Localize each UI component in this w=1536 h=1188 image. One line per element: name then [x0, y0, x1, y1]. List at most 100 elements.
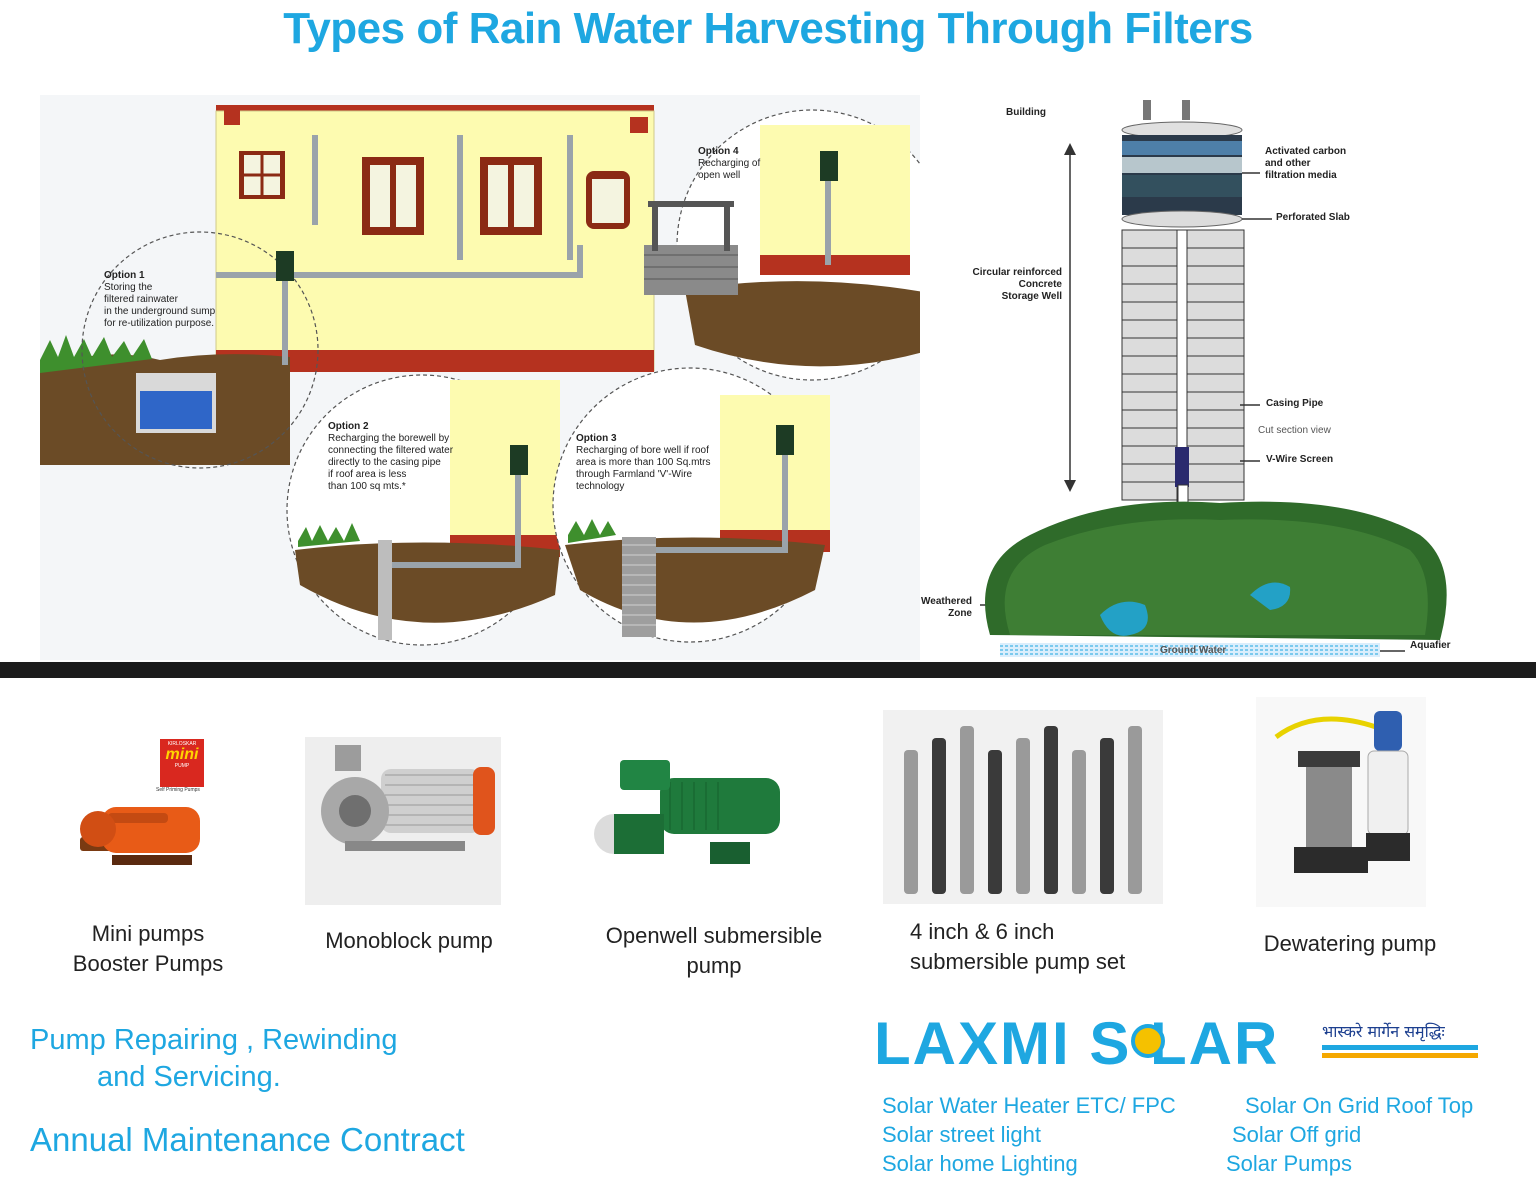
submersible-pump [904, 750, 918, 894]
option1-line: for re-utilization purpose. [104, 318, 215, 329]
option2-heading: Option 2 [328, 421, 369, 432]
submersible-pumps-group [904, 726, 1142, 894]
casing-pipe-label: Casing Pipe [1266, 398, 1324, 409]
submersible-pump [960, 726, 974, 894]
ground-water-label: Ground Water [1160, 645, 1227, 656]
perforated-slab-label: Perforated Slab [1276, 212, 1350, 223]
storage-well-line: Storage Well [1001, 291, 1062, 302]
monoblock-pump-image [305, 737, 501, 905]
product-label-line: submersible pump set [910, 949, 1126, 974]
solar-item: Solar Pumps [1226, 1151, 1352, 1176]
weathered-line: Zone [948, 608, 972, 619]
services-line1: Pump Repairing , Rewinding [30, 1024, 398, 1056]
solar-item: Solar home Lighting [882, 1151, 1078, 1176]
v-wire-screen-label: V-Wire Screen [1266, 454, 1334, 465]
open-well [644, 201, 738, 295]
weathered-line: Weathered [921, 596, 972, 607]
solar-item: Solar Off grid [1232, 1122, 1362, 1147]
openwell-submersible-pump-image [594, 760, 780, 864]
mini-logo-word: mini [165, 746, 199, 763]
mini-pump-body [80, 807, 200, 865]
option4-line: Recharging of [698, 158, 761, 169]
submersible-pump [1044, 726, 1058, 894]
option2-line: if roof area is less [328, 469, 407, 480]
submersible-pump [1016, 738, 1030, 894]
option1-heading: Option 1 [104, 270, 145, 281]
cut-section-label: Cut section view [1258, 425, 1331, 436]
option2-line: directly to the casing pipe [328, 457, 441, 468]
activated-carbon-line: and other [1265, 158, 1311, 169]
option1-line: in the underground sump [104, 306, 216, 317]
rainwater-harvesting-house-diagram [40, 95, 920, 660]
mini-logo-brand: KIRLOSKAR [167, 741, 197, 747]
solar-item: Solar On Grid Roof Top [1245, 1093, 1474, 1118]
option3-line: area is more than 100 Sq.mtrs [576, 457, 711, 468]
page-title: Types of Rain Water Harvesting Through F… [283, 4, 1253, 53]
option4-text: Option 4 Recharging of open well [698, 146, 778, 182]
building-label: Building [1006, 107, 1046, 118]
option3-line: through Farmland 'V'-Wire [576, 469, 693, 480]
mini-pump-image: KIRLOSKAR mini PUMP Self Priming Pumps [72, 735, 222, 875]
option2-line: than 100 sq mts.* [328, 481, 406, 492]
option3-heading: Option 3 [576, 433, 617, 444]
option4-line: open well [698, 170, 741, 181]
option2-line: Recharging the borewell by [328, 433, 450, 444]
solar-tagline: भास्करे मार्गेन समृद्धिः [1322, 1022, 1445, 1041]
monoblock-pump-body [321, 745, 495, 851]
laxmi-solar-logo: LAXMI S LAR [874, 1012, 1279, 1076]
option2-text: Option 2 Recharging the borewell by conn… [328, 421, 478, 493]
product-label-mini: Mini pumps Booster Pumps [48, 919, 248, 979]
solar-item: Solar street light [882, 1122, 1041, 1147]
activated-carbon-label: Activated carbon and other filtration me… [1265, 146, 1346, 182]
submersible-pump [932, 738, 946, 894]
submersible-pump [1128, 726, 1142, 894]
product-label-line: Dewatering pump [1263, 931, 1437, 956]
section-divider [0, 662, 1536, 678]
weathered-zone-label: Weathered Zone [920, 596, 972, 620]
solar-item: Solar Water Heater ETC/ FPC [882, 1093, 1176, 1118]
option1-text: Option 1 Storing the filtered rainwater … [104, 270, 234, 330]
product-label-line: Booster Pumps [72, 951, 224, 976]
product-label-line: 4 inch & 6 inch [910, 919, 1055, 944]
tagline-underline-orange [1322, 1053, 1478, 1058]
tagline-underline-blue [1322, 1045, 1478, 1050]
product-label-line: pump [686, 953, 742, 978]
product-label-openwell: Openwell submersible pump [578, 921, 850, 981]
product-label-monoblock: Monoblock pump [299, 926, 519, 956]
product-label-submersible: 4 inch & 6 inch submersible pump set [910, 917, 1190, 977]
option4-heading: Option 4 [698, 146, 739, 157]
option3-line: technology [576, 481, 625, 492]
submersible-pump [988, 750, 1002, 894]
submersible-pump [1072, 750, 1086, 894]
filter-storage-well-diagram [980, 100, 1447, 657]
storage-well-label: Circular reinforced Concrete Storage Wel… [968, 267, 1062, 303]
product-label-line: Mini pumps [91, 921, 205, 946]
submersible-pump-set-image [883, 710, 1163, 904]
window-1 [239, 151, 285, 199]
storage-well-line: Circular reinforced [972, 267, 1062, 278]
logo-word-solar: S LAR [1089, 1010, 1279, 1077]
option1-line: filtered rainwater [104, 294, 178, 305]
product-label-dewatering: Dewatering pump [1240, 929, 1460, 959]
option1-line: Storing the [104, 282, 153, 293]
option3-line: Recharging of bore well if roof [576, 445, 709, 456]
activated-carbon-line: filtration media [1265, 170, 1337, 181]
product-label-line: Openwell submersible [605, 923, 823, 948]
submersible-pump [1100, 738, 1114, 894]
mini-logo-tag: Self Priming Pumps [156, 787, 200, 793]
activated-carbon-line: Activated carbon [1265, 146, 1347, 157]
logo-word-laxmi: LAXMI [874, 1010, 1071, 1077]
sun-icon [1131, 1024, 1166, 1058]
logo-word-solar-text: S LAR [1089, 1010, 1280, 1077]
option2-line: connecting the filtered water [328, 445, 454, 456]
mini-pump-logo: KIRLOSKAR mini PUMP [160, 739, 204, 787]
amc-text: Annual Maintenance Contract [30, 1121, 465, 1158]
product-label-line: Monoblock pump [325, 928, 493, 953]
mini-logo-sub: PUMP [174, 763, 190, 769]
storage-well-line: Concrete [1018, 279, 1062, 290]
services-line2: and Servicing. [97, 1061, 281, 1093]
option3-text: Option 3 Recharging of bore well if roof… [576, 433, 726, 493]
aquifer-label: Aquafier [1410, 640, 1451, 651]
dewatering-pump-body [1274, 711, 1410, 873]
dewatering-pump-image [1256, 697, 1426, 907]
